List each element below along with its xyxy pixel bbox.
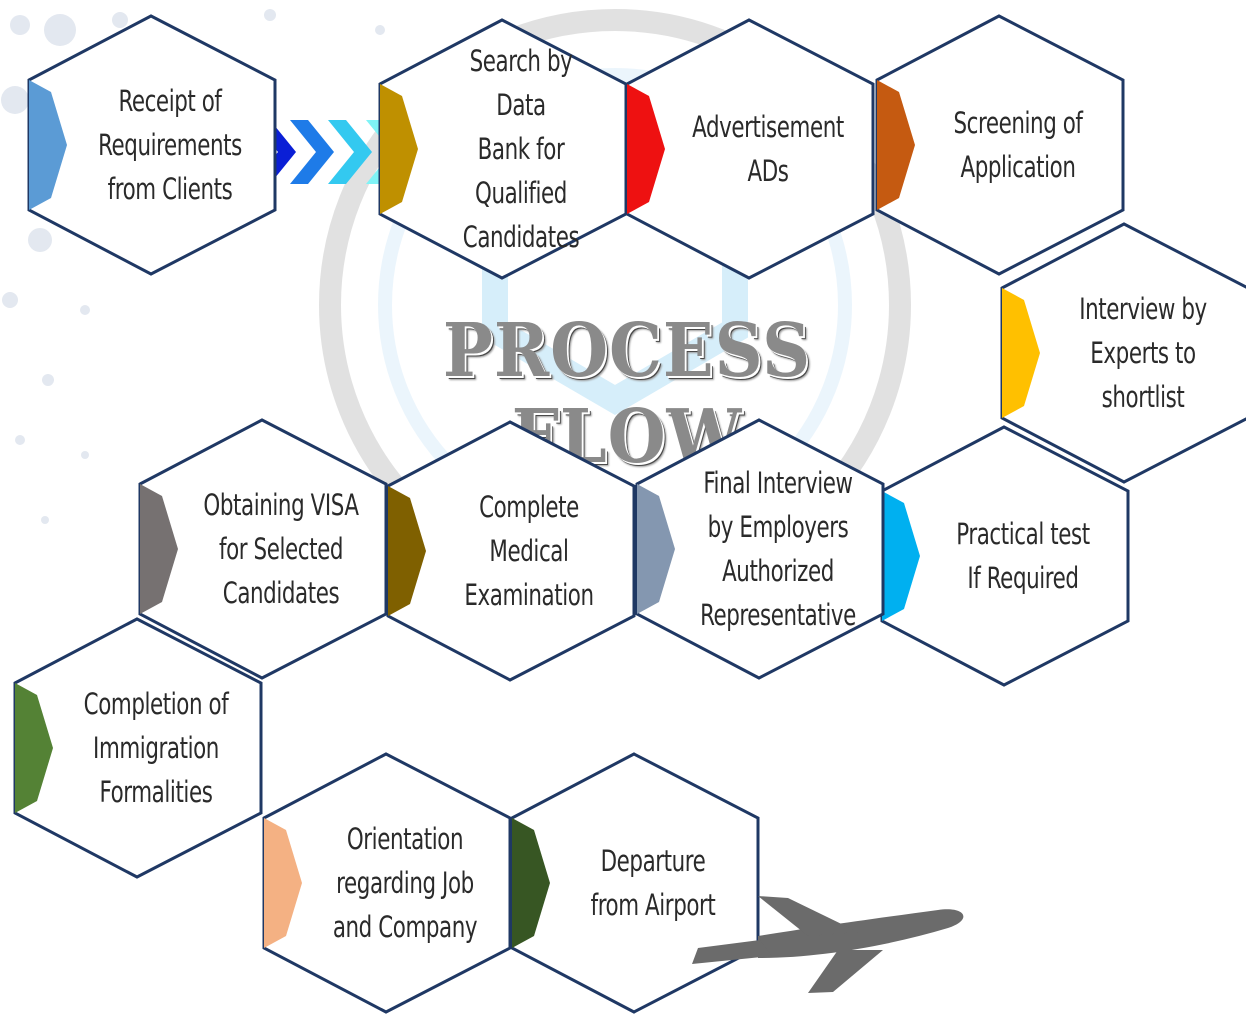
hexagon-shape bbox=[138, 418, 388, 680]
step-label-line: Obtaining VISA bbox=[203, 488, 359, 522]
step-label: Receipt of Requirements from Clients bbox=[92, 60, 248, 230]
step-label-line: Advertisement bbox=[692, 110, 844, 144]
step-1: Receipt of Requirements from Clients bbox=[27, 14, 277, 276]
hexagon-accent-tab bbox=[512, 818, 550, 948]
hexagon-shape bbox=[880, 425, 1130, 687]
hexagon-shape bbox=[386, 420, 636, 682]
hexagon-accent-tab bbox=[15, 683, 53, 813]
hexagon-accent-tab bbox=[627, 84, 665, 214]
step-label-line: Experts to bbox=[1090, 336, 1196, 370]
step-label-line: Search by Data bbox=[469, 44, 573, 122]
step-label-line: from Clients bbox=[107, 172, 233, 206]
hexagon-accent-tab bbox=[264, 818, 302, 948]
step-label-line: Departure bbox=[600, 844, 706, 878]
step-label: Practical test If Required bbox=[945, 471, 1101, 641]
chevron-2 bbox=[290, 120, 334, 184]
step-label-line: Formalities bbox=[99, 775, 213, 809]
hexagon-shape bbox=[27, 14, 277, 276]
step-label-line: Candidates bbox=[222, 576, 340, 610]
step-label-line: Orientation bbox=[346, 822, 464, 856]
hexagon-shape bbox=[1000, 222, 1246, 484]
step-label-line: Complete bbox=[479, 490, 579, 524]
step-label: Screening of Application bbox=[940, 60, 1096, 230]
step-label-line: Screening of bbox=[953, 106, 1083, 140]
step-6: Practical test If Required bbox=[880, 425, 1130, 687]
hexagon-accent-tab bbox=[29, 80, 67, 210]
hexagon-accent-tab bbox=[877, 80, 915, 210]
step-label-line: Bank for bbox=[477, 132, 565, 166]
step-label-line: for Selected bbox=[218, 532, 344, 566]
step-4: Screening of Application bbox=[875, 14, 1125, 276]
step-label-line: Representative bbox=[700, 598, 856, 632]
step-label-line: by Employers bbox=[707, 510, 849, 544]
airplane-icon bbox=[692, 896, 964, 993]
hexagon-shape bbox=[13, 617, 263, 879]
hexagon-accent-tab bbox=[140, 484, 178, 614]
step-label-line: regarding Job bbox=[336, 866, 474, 900]
step-label-line: Authorized bbox=[722, 554, 834, 588]
step-label: Orientation regarding Job and Company bbox=[327, 798, 483, 968]
step-label-line: and Company bbox=[332, 910, 478, 944]
step-label-line: Receipt of bbox=[118, 84, 222, 118]
step-label: Departure from Airport bbox=[575, 798, 731, 968]
step-label-line: shortlist bbox=[1101, 380, 1185, 414]
chevron-3 bbox=[328, 120, 372, 184]
step-11: Orientation regarding Job and Company bbox=[262, 752, 512, 1014]
step-label-line: If Required bbox=[967, 561, 1079, 595]
hexagon-accent-tab bbox=[637, 484, 675, 614]
step-label-line: Examination bbox=[464, 578, 594, 612]
step-label-line: ADs bbox=[747, 154, 789, 188]
step-label-line: Practical test bbox=[956, 517, 1090, 551]
step-label-line: Requirements bbox=[98, 128, 242, 162]
hexagon-shape bbox=[510, 752, 760, 1014]
step-label-line: Medical bbox=[489, 534, 569, 568]
hexagon-shape bbox=[378, 18, 628, 280]
hexagon-accent-tab bbox=[388, 486, 426, 616]
step-12: Departure from Airport bbox=[510, 752, 760, 1014]
step-label-line: Immigration bbox=[93, 731, 219, 765]
hexagon-accent-tab bbox=[1002, 288, 1040, 418]
step-label-line: Application bbox=[960, 150, 1076, 184]
hexagon-accent-tab bbox=[882, 491, 920, 621]
hexagon-shape bbox=[625, 18, 875, 280]
step-label-line: Candidates bbox=[462, 220, 580, 254]
step-label-line: Final Interview bbox=[703, 466, 853, 500]
hexagon-accent-tab bbox=[380, 84, 418, 214]
step-label-line: Interview by bbox=[1079, 292, 1207, 326]
step-label-line: Qualified bbox=[475, 176, 567, 210]
diagram-title: PROCESS FLOW bbox=[442, 308, 812, 480]
step-5: Interview by Experts to shortlist bbox=[1000, 222, 1246, 484]
step-label-line: Completion of bbox=[83, 687, 229, 721]
hexagon-shape bbox=[875, 14, 1125, 276]
hexagon-shape bbox=[262, 752, 512, 1014]
step-label-line: from Airport bbox=[590, 888, 716, 922]
hexagon-shape bbox=[635, 418, 885, 680]
step-label: Interview by Experts to shortlist bbox=[1065, 268, 1221, 438]
